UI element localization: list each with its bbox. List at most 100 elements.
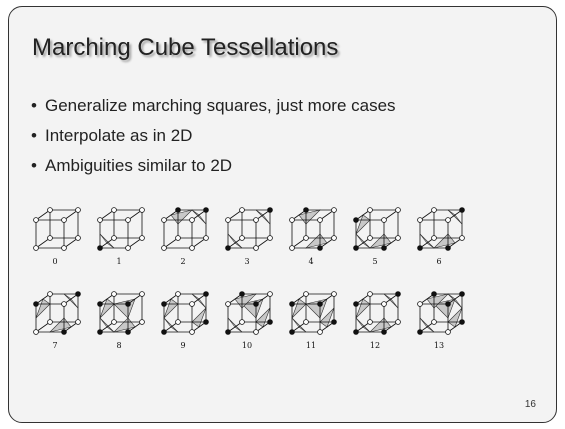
vertex-empty xyxy=(189,301,195,307)
vertex-empty xyxy=(367,319,373,325)
vertex-empty xyxy=(253,329,259,335)
vertex-filled xyxy=(317,301,323,307)
vertex-empty xyxy=(111,291,117,297)
cube-edge xyxy=(355,237,371,249)
isosurface-triangle xyxy=(369,233,392,249)
cube-diagram-icon xyxy=(225,207,273,251)
bullet-text: Generalize marching squares, just more c… xyxy=(45,96,396,115)
vertex-empty xyxy=(33,217,39,223)
vertex-empty xyxy=(47,291,53,297)
isosurface-triangle xyxy=(113,317,136,333)
vertex-empty xyxy=(189,329,195,335)
isosurface-triangle xyxy=(191,307,207,328)
vertex-empty xyxy=(111,207,117,213)
vertex-empty xyxy=(61,301,67,307)
case-label: 11 xyxy=(305,341,317,350)
cube-edge xyxy=(227,321,243,333)
case-label: 7 xyxy=(52,341,58,350)
cube-edge xyxy=(63,209,79,221)
cube-edge xyxy=(419,293,435,305)
vertex-empty xyxy=(33,329,39,335)
cube-edge xyxy=(419,237,435,249)
vertex-filled xyxy=(97,301,103,307)
vertex-filled xyxy=(253,301,259,307)
cube-edge xyxy=(127,293,143,305)
vertex-filled xyxy=(289,329,295,335)
isosurface-triangle xyxy=(99,233,115,249)
vertex-empty xyxy=(417,301,423,307)
cube-diagram-icon xyxy=(161,207,209,251)
vertex-empty xyxy=(175,319,181,325)
isosurface-triangle xyxy=(163,298,179,319)
cube-diagram-icon xyxy=(161,291,209,335)
case-label: 9 xyxy=(180,341,186,350)
case-label: 4 xyxy=(308,257,314,266)
case-label: 2 xyxy=(180,257,186,266)
cube-edge xyxy=(383,209,399,221)
vertex-empty xyxy=(239,319,245,325)
vertex-empty xyxy=(175,291,181,297)
cube-edge xyxy=(127,321,143,333)
vertex-empty xyxy=(367,207,373,213)
vertex-filled xyxy=(225,245,231,251)
bullet-item: •Interpolate as in 2D xyxy=(31,121,396,151)
isosurface-triangle xyxy=(305,233,328,249)
vertex-empty xyxy=(33,245,39,251)
vertex-empty xyxy=(239,207,245,213)
isosurface-triangle xyxy=(234,293,257,309)
cube-edge xyxy=(191,237,207,249)
isosurface-triangle xyxy=(191,293,207,309)
vertex-filled xyxy=(431,291,437,297)
isosurface-triangle xyxy=(369,317,392,333)
isosurface-triangle xyxy=(383,293,399,309)
vertex-empty xyxy=(417,217,423,223)
vertex-empty xyxy=(111,319,117,325)
cube-diagram-icon xyxy=(289,291,337,335)
vertex-empty xyxy=(47,207,53,213)
isosurface-triangle xyxy=(291,298,307,319)
vertex-filled xyxy=(353,329,359,335)
vertex-empty xyxy=(175,235,181,241)
cube-edge xyxy=(35,293,51,305)
cube-diagram-icon xyxy=(33,291,81,335)
cube-edge xyxy=(255,293,271,305)
case-label: 1 xyxy=(116,257,122,266)
vertex-empty xyxy=(367,235,373,241)
vertex-empty xyxy=(75,235,81,241)
cube-case: 3 xyxy=(222,198,280,266)
cube-edge xyxy=(99,293,115,305)
vertex-empty xyxy=(381,217,387,223)
vertex-filled xyxy=(267,207,273,213)
vertex-empty xyxy=(225,301,231,307)
vertex-filled xyxy=(459,319,465,325)
vertex-empty xyxy=(367,291,373,297)
case-label: 8 xyxy=(116,341,122,350)
cube-edge xyxy=(355,293,371,305)
vertex-filled xyxy=(75,291,81,297)
cube-case: 8 xyxy=(94,282,152,350)
vertex-empty xyxy=(395,235,401,241)
vertex-empty xyxy=(395,319,401,325)
cube-edge xyxy=(99,237,115,249)
vertex-empty xyxy=(47,319,53,325)
cube-edge xyxy=(163,321,179,333)
vertex-empty xyxy=(75,207,81,213)
vertex-empty xyxy=(61,245,67,251)
cube-case: 4 xyxy=(286,198,344,266)
cube-edge xyxy=(163,209,179,221)
cube-edge xyxy=(355,321,371,333)
bullet-dot-icon: • xyxy=(31,126,37,145)
vertex-empty xyxy=(253,245,259,251)
cube-edge xyxy=(63,293,79,305)
vertex-filled xyxy=(417,329,423,335)
bullet-item: •Generalize marching squares, just more … xyxy=(31,91,396,121)
cube-edge xyxy=(447,209,463,221)
isosurface-triangle xyxy=(170,209,193,225)
vertex-empty xyxy=(331,235,337,241)
isosurface-triangle xyxy=(227,233,243,249)
slide-title: Marching Cube Tessellations xyxy=(32,34,339,61)
cube-edge xyxy=(255,321,271,333)
vertex-filled xyxy=(97,245,103,251)
cube-diagram-icon xyxy=(417,291,465,335)
vertex-empty xyxy=(317,217,323,223)
